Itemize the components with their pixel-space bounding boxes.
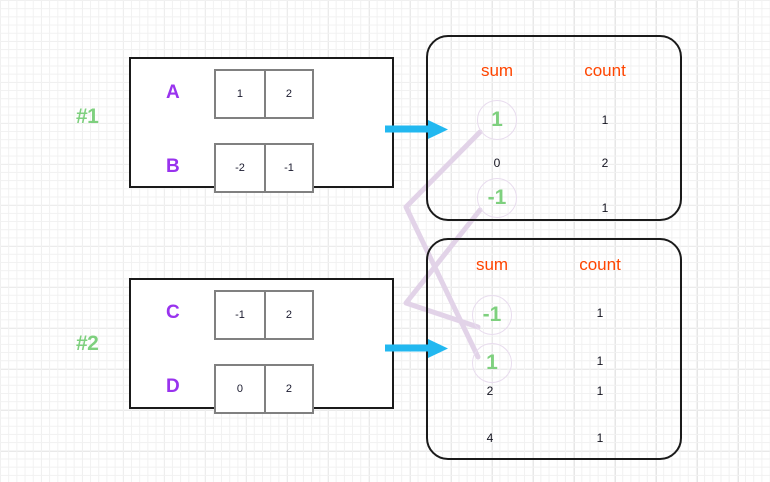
cell-d-0: 0	[236, 383, 244, 395]
panel-2-header-count: count	[579, 255, 621, 274]
panel-2-count-row-0: 1	[596, 306, 604, 320]
cell-b-0: -2	[235, 162, 245, 174]
panel-2-sum-row-1: 1	[486, 351, 498, 374]
cell-b-1: -1	[263, 145, 312, 191]
panel-1-sum-row-1: 0	[493, 156, 501, 170]
panel-2-highlight-circle-row-1	[472, 343, 512, 383]
panel-2-sum-row-0: -1	[482, 303, 502, 326]
cellpair-a: 1 2	[214, 69, 314, 119]
row-letter-b: B	[166, 156, 180, 177]
panel-1-count-row-2: 1	[601, 201, 609, 215]
result-panel-1	[426, 35, 682, 221]
group-label-1: #1	[76, 105, 99, 128]
row-letter-c: C	[166, 302, 180, 323]
panel-2-sum-row-3: 4	[486, 431, 494, 445]
panel-1-header-sum: sum	[480, 61, 514, 80]
panel-1-sum-row-0: 1	[491, 108, 503, 131]
panel-1-highlight-circle-row-0	[477, 100, 517, 140]
cellpair-d: 0 2	[214, 364, 314, 414]
cellpair-b: -2 -1	[214, 143, 314, 193]
row-letter-d: D	[166, 376, 180, 397]
result-panel-2	[426, 238, 682, 460]
cell-a-0: 1	[236, 88, 244, 100]
row-letter-a: A	[166, 82, 180, 103]
panel-1-sum-row-2: -1	[487, 186, 507, 209]
panel-1-header-count: count	[584, 61, 626, 80]
panel-2-header-sum: sum	[475, 255, 509, 274]
panel-2-sum-row-2: 2	[486, 384, 494, 398]
cellpair-c: -1 2	[214, 290, 314, 340]
panel-2-count-row-3: 1	[596, 431, 604, 445]
cell-d-1: 2	[263, 366, 312, 412]
cell-a-1: 2	[263, 71, 312, 117]
cell-c-0: -1	[235, 309, 245, 321]
panel-1-count-row-0: 1	[601, 113, 609, 127]
cell-c-1: 2	[263, 292, 312, 338]
panel-2-count-row-2: 1	[596, 384, 604, 398]
panel-1-count-row-1: 2	[601, 156, 609, 170]
panel-2-count-row-1: 1	[596, 354, 604, 368]
group-label-2: #2	[76, 332, 99, 355]
